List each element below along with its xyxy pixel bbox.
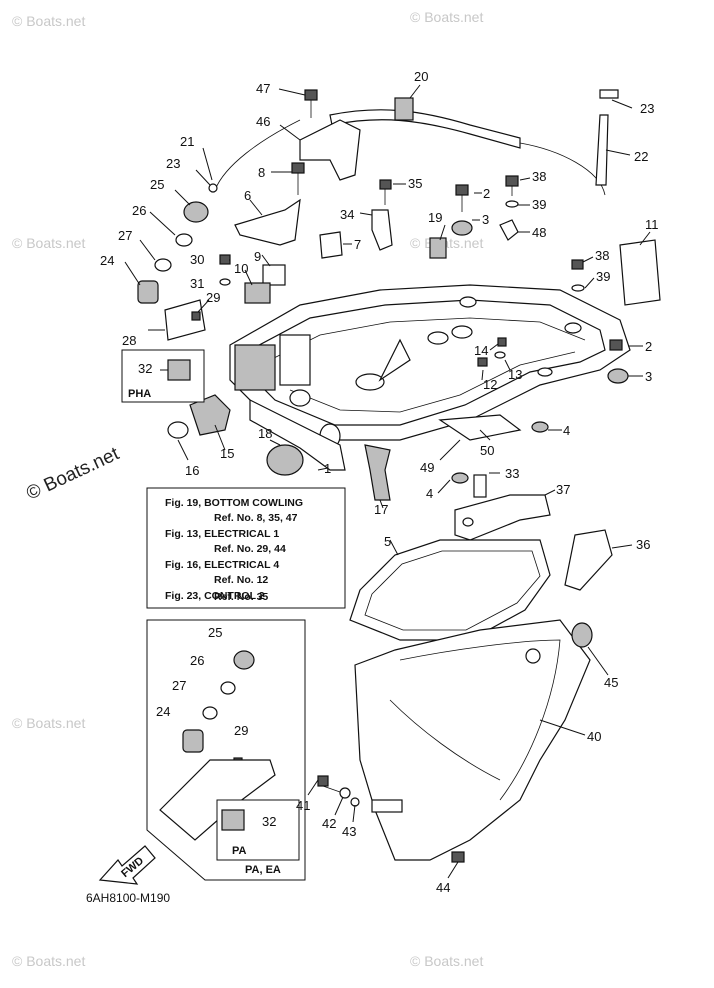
- callout-36: 36: [636, 537, 650, 552]
- callout-41: 41: [296, 798, 310, 813]
- callout-25: 25: [150, 177, 164, 192]
- leader-lines: [124, 84, 651, 879]
- callout-38-top: 38: [532, 169, 546, 184]
- callout-29: 29: [206, 290, 220, 305]
- fwd-arrow: FWD: [98, 845, 156, 885]
- watermark-bottom-left: © Boats.net: [12, 953, 85, 969]
- callout-49: 49: [420, 460, 434, 475]
- inset-pha: PHA: [121, 349, 205, 403]
- inset-pa-label: PA: [232, 845, 247, 857]
- bottom-cowling-frame: [229, 284, 631, 471]
- callout-25-inset: 25: [208, 625, 222, 640]
- callout-11: 11: [645, 217, 659, 232]
- callout-21: 21: [180, 134, 194, 149]
- callout-4-right: 4: [563, 423, 570, 438]
- callout-30: 30: [190, 252, 204, 267]
- callout-40: 40: [587, 729, 601, 744]
- callout-27: 27: [118, 228, 132, 243]
- callout-2-right: 2: [645, 339, 652, 354]
- callout-50: 50: [480, 443, 494, 458]
- watermark-top-left: © Boats.net: [12, 13, 85, 29]
- reference-notes-box: Fig. 19, BOTTOM COWLING Ref. No. 8, 35, …: [146, 487, 346, 609]
- watermark-top-right: © Boats.net: [410, 9, 483, 25]
- ref-note-5: Fig. 16, ELECTRICAL 4: [165, 559, 279, 571]
- ref-note-2: Ref. No. 8, 35, 47: [214, 512, 298, 524]
- ref-note-3: Fig. 13, ELECTRICAL 1: [165, 528, 279, 540]
- callout-46: 46: [256, 114, 270, 129]
- callout-39-right: 39: [596, 269, 610, 284]
- callout-37: 37: [556, 482, 570, 497]
- callout-17: 17: [374, 502, 388, 517]
- callout-5: 5: [384, 534, 391, 549]
- callout-3-top: 3: [482, 212, 489, 227]
- callout-38-right: 38: [595, 248, 609, 263]
- callout-39-top: 39: [532, 197, 546, 212]
- callout-48: 48: [532, 225, 546, 240]
- callout-26: 26: [132, 203, 146, 218]
- callout-20: 20: [414, 69, 428, 84]
- callout-7: 7: [354, 237, 361, 252]
- callout-32: 32: [138, 361, 152, 376]
- callout-13: 13: [508, 367, 522, 382]
- callout-15: 15: [220, 446, 234, 461]
- ref-note-8: Ref. No. 35: [214, 591, 268, 603]
- watermark-mid-left: © Boats.net: [12, 235, 85, 251]
- callouts: 1 2 2 3 3 4 4 5 6 7 8 9 10 11 12 13 14 1…: [100, 69, 659, 895]
- watermark-diagonal: © Boats.net: [23, 443, 123, 504]
- callout-19: 19: [428, 210, 442, 225]
- callout-8: 8: [258, 165, 265, 180]
- callout-10: 10: [234, 261, 248, 276]
- lower-cowling: [317, 421, 613, 863]
- left-parts: [137, 183, 391, 501]
- callout-43: 43: [342, 824, 356, 839]
- callout-33: 33: [505, 466, 519, 481]
- inset-pha-label: PHA: [128, 388, 151, 400]
- callout-9: 9: [254, 249, 261, 264]
- callout-42: 42: [322, 816, 336, 831]
- callout-18: 18: [258, 426, 272, 441]
- drawing-code: 6AH8100-M190: [86, 891, 170, 905]
- callout-34: 34: [340, 207, 354, 222]
- callout-3-right: 3: [645, 369, 652, 384]
- callout-23-left: 23: [166, 156, 180, 171]
- inset-paea: PA PA, EA: [146, 619, 306, 881]
- watermark-lower-left: © Boats.net: [12, 715, 85, 731]
- callout-47: 47: [256, 81, 270, 96]
- callout-2-top: 2: [483, 186, 490, 201]
- callout-22: 22: [634, 149, 648, 164]
- ref-note-6: Ref. No. 12: [214, 574, 268, 586]
- ref-note-4: Ref. No. 29, 44: [214, 543, 286, 555]
- callout-14: 14: [474, 343, 488, 358]
- ref-note-1: Fig. 19, BOTTOM COWLING: [165, 497, 303, 509]
- callout-24-inset: 24: [156, 704, 170, 719]
- callout-24: 24: [100, 253, 114, 268]
- top-parts: [214, 89, 661, 384]
- callout-16: 16: [185, 463, 199, 478]
- ref-note-7: Fig. 23, CONTROL 2: [165, 590, 265, 602]
- callout-35: 35: [408, 176, 422, 191]
- inset-paea-label: PA, EA: [245, 864, 281, 876]
- watermark-mid-right: © Boats.net: [410, 235, 483, 251]
- callout-32-inset: 32: [262, 814, 276, 829]
- callout-29-inset: 29: [234, 723, 248, 738]
- callout-26-inset: 26: [190, 653, 204, 668]
- callout-45: 45: [604, 675, 618, 690]
- callout-44: 44: [436, 880, 450, 895]
- callout-6: 6: [244, 188, 251, 203]
- callout-1: 1: [324, 461, 331, 476]
- callout-12: 12: [483, 377, 497, 392]
- callout-27-inset: 27: [172, 678, 186, 693]
- callout-4-center: 4: [426, 486, 433, 501]
- callout-31: 31: [190, 276, 204, 291]
- watermark-bottom-right: © Boats.net: [410, 953, 483, 969]
- callout-23-right: 23: [640, 101, 654, 116]
- callout-28: 28: [122, 333, 136, 348]
